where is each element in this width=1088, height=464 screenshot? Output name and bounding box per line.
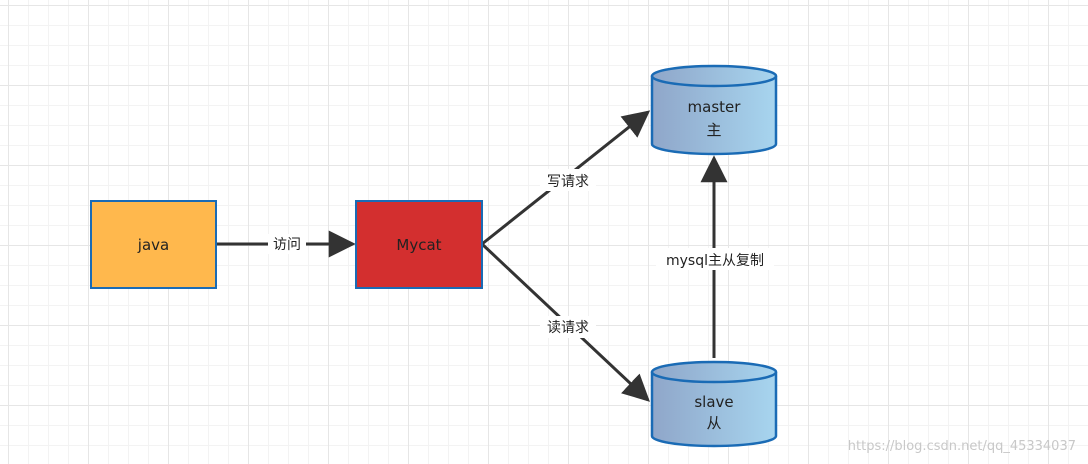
node-slave-db[interactable]: slave 从 (650, 360, 778, 448)
watermark: https://blog.csdn.net/qq_45334037 (848, 439, 1076, 454)
slave-label: slave (694, 393, 733, 411)
edge-label-read: 读请求 (547, 319, 589, 336)
edge-label-bg (540, 316, 596, 338)
java-label: java (137, 236, 169, 254)
edge-label-bg (656, 248, 774, 270)
edge-label-bg (540, 169, 596, 191)
master-db-top (650, 64, 778, 88)
slave-db-top (650, 360, 778, 384)
node-mycat[interactable]: Mycat (355, 200, 483, 289)
node-master-db[interactable]: master 主 (650, 64, 778, 156)
java-box (90, 200, 217, 289)
mycat-label: Mycat (396, 236, 441, 254)
master-sublabel: 主 (706, 121, 721, 139)
edge-label-bg (268, 234, 306, 254)
master-db-body (650, 76, 778, 156)
slave-sublabel: 从 (706, 414, 721, 432)
master-label: master (688, 98, 742, 116)
slave-db-body (650, 372, 778, 448)
edge-label-access: 访问 (273, 237, 301, 253)
node-java[interactable]: java (90, 200, 217, 289)
mycat-box (355, 200, 483, 289)
edge-label-replication: mysql主从复制 (666, 252, 764, 269)
edge-label-write: 写请求 (547, 174, 589, 190)
